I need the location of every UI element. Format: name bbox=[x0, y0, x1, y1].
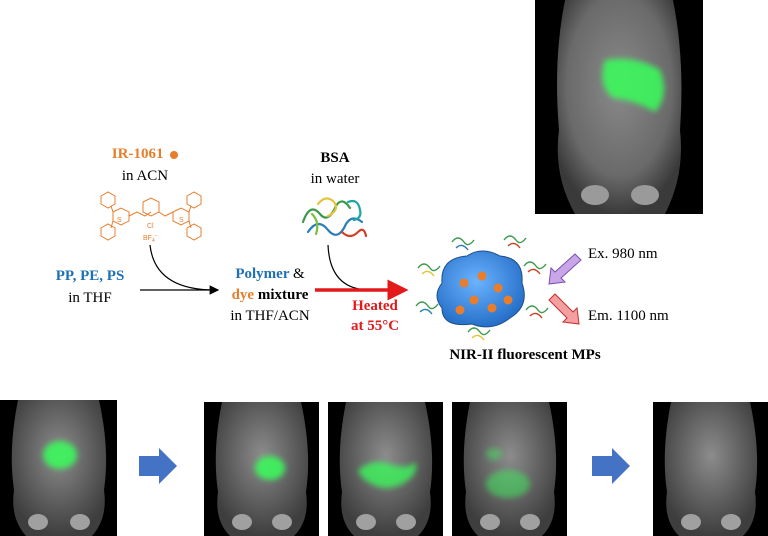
bsa-to-heat-curve bbox=[327, 244, 371, 291]
particle-proteins bbox=[415, 235, 549, 341]
dye-name: IR-1061 bbox=[100, 146, 190, 163]
dye-s: S bbox=[179, 217, 184, 224]
dye-s-plus: S bbox=[117, 217, 122, 224]
dye-dot-icon bbox=[170, 150, 179, 159]
emission-arrow bbox=[548, 293, 580, 325]
excitation-label: Ex. 980 nm bbox=[588, 246, 658, 262]
particle-blob bbox=[436, 250, 525, 328]
mixture-solvent: in THF/ACN bbox=[230, 308, 310, 324]
mixture-dye: dye bbox=[231, 287, 255, 303]
dye-name-text: IR-1061 bbox=[111, 146, 164, 162]
mouse-image-top-svg bbox=[557, 0, 682, 214]
time-arrow-2 bbox=[592, 448, 630, 484]
mouse-image-top bbox=[535, 0, 703, 214]
dye-counterion-sub: 4 bbox=[152, 238, 155, 244]
particle-diagram bbox=[415, 235, 549, 341]
dye-counterion-sup: − bbox=[155, 233, 158, 239]
dye-counterion: BF4− bbox=[143, 233, 158, 244]
particle-dyes bbox=[455, 271, 513, 315]
dye-cl: Cl bbox=[147, 223, 154, 230]
polymers-solvent: in THF bbox=[68, 290, 112, 306]
mouse-image-5 bbox=[653, 402, 768, 536]
bsa-solvent: in water bbox=[310, 171, 360, 187]
mouse-image-1 bbox=[0, 400, 117, 536]
dye-structure: S S Cl BF4− bbox=[100, 191, 202, 244]
polymers-name: PP, PE, PS bbox=[55, 268, 125, 284]
mouse-image-4 bbox=[452, 402, 567, 536]
mixture-word: mixture bbox=[257, 287, 309, 303]
heat-line2: at 55°C bbox=[350, 318, 400, 334]
mouse-image-2 bbox=[204, 402, 319, 536]
excitation-arrow bbox=[548, 253, 582, 285]
dye-solvent: in ACN bbox=[121, 168, 169, 184]
emission-label: Em. 1100 nm bbox=[588, 308, 669, 324]
mixture-amp: & bbox=[292, 266, 305, 282]
bsa-name: BSA bbox=[320, 150, 350, 166]
bsa-protein-icon bbox=[301, 197, 368, 238]
mixture-line2: dye mixture bbox=[210, 287, 330, 304]
mixture-polymer: Polymer bbox=[235, 266, 290, 282]
mouse-image-3 bbox=[328, 402, 443, 536]
mixture-line1: Polymer & bbox=[210, 266, 330, 283]
time-arrow-1 bbox=[139, 448, 177, 484]
heat-line1: Heated bbox=[352, 298, 398, 314]
particle-label: NIR-II fluorescent MPs bbox=[449, 347, 601, 363]
dye-counterion-base: BF bbox=[143, 235, 152, 242]
